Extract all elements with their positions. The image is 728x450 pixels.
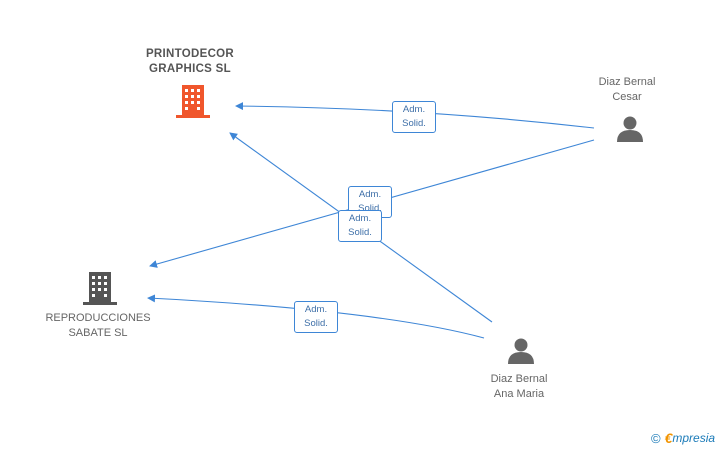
edge-ana-reproducciones <box>147 294 485 339</box>
cesar-person-icon <box>617 116 643 142</box>
printodecor-building-icon <box>176 85 210 118</box>
copyright-symbol: © <box>651 430 661 446</box>
relation-label-ana-printodecor: Adm. Solid. <box>338 210 382 242</box>
empresia-watermark: © € mpresia <box>651 429 715 447</box>
ana-person-icon <box>508 338 534 364</box>
empresia-brand: mpresia <box>672 431 716 445</box>
reproducciones-label[interactable]: REPRODUCCIONES SABATE SL <box>45 312 151 339</box>
cesar-label[interactable]: Diaz Bernal Cesar <box>598 76 656 103</box>
reproducciones-building-icon <box>83 272 117 305</box>
relation-label-ana-reproducciones: Adm. Solid. <box>294 301 338 333</box>
ana-label[interactable]: Diaz Bernal Ana Maria <box>490 373 548 400</box>
printodecor-label[interactable]: PRINTODECOR GRAPHICS SL <box>145 48 235 75</box>
relation-label-cesar-printodecor: Adm. Solid. <box>392 101 436 133</box>
empresia-logo-icon: € <box>664 430 673 446</box>
